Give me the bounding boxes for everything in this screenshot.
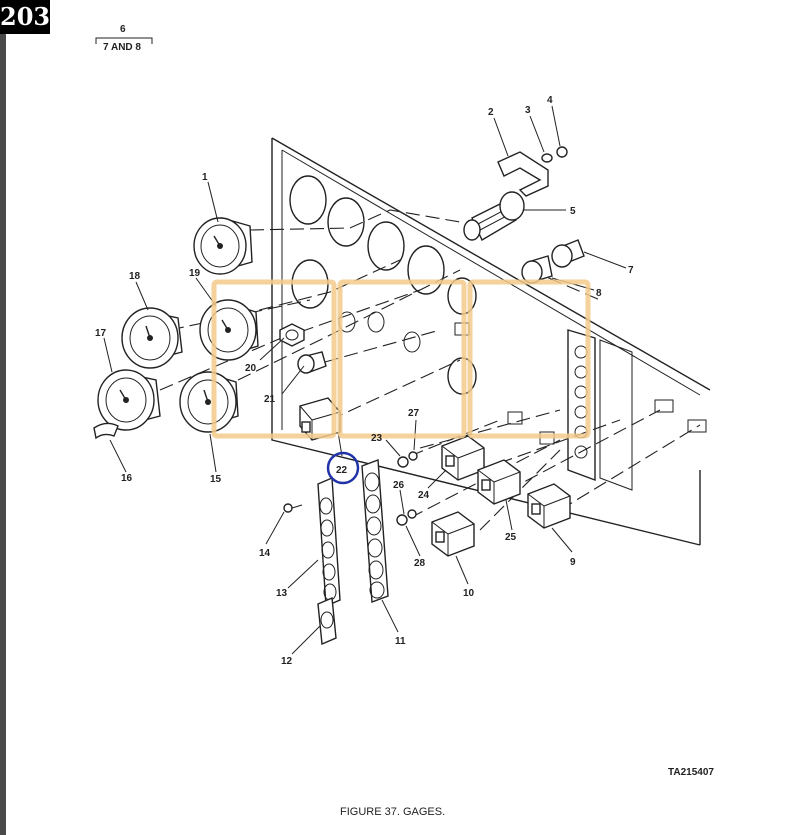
strip-hole-1 — [574, 345, 588, 359]
plate-13 — [317, 476, 341, 608]
callout-7: 7 — [628, 265, 634, 276]
callout-labels: 1 2 3 4 5 7 8 9 10 11 12 13 14 15 16 17 … — [95, 95, 634, 667]
gauge-17 — [97, 369, 161, 431]
washer-3 — [541, 153, 553, 163]
screw-14 — [283, 503, 303, 513]
bracket-2 — [497, 151, 549, 197]
lens-8 — [521, 255, 553, 284]
reference-code: TA215407 — [668, 767, 714, 778]
callout-16: 16 — [121, 473, 133, 484]
callout-1: 1 — [202, 172, 208, 183]
clip-16 — [93, 422, 119, 440]
nut-20 — [279, 323, 305, 347]
strip-hole-4 — [574, 405, 588, 419]
callout-19: 19 — [189, 268, 201, 279]
panel-slot-3 — [687, 419, 707, 433]
figure-caption: FIGURE 37. GAGES. — [340, 806, 445, 818]
highlight-box-2 — [337, 279, 467, 439]
callout-10: 10 — [463, 588, 475, 599]
page-edge-bar — [0, 0, 6, 835]
callout-28: 28 — [414, 558, 426, 569]
switch-10 — [431, 511, 475, 557]
switch-25 — [477, 459, 521, 505]
highlight-boxes — [211, 279, 591, 439]
callout-3: 3 — [525, 105, 531, 116]
callout-14: 14 — [259, 548, 271, 559]
strip-hole-3 — [574, 385, 588, 399]
gauge-19 — [199, 299, 259, 361]
selection-circle — [326, 451, 360, 485]
callout-15: 15 — [210, 474, 222, 485]
plate-12 — [317, 596, 337, 646]
panel-hole-small-3 — [403, 331, 421, 353]
strip-hole-2 — [574, 365, 588, 379]
panel-edge-top — [271, 137, 711, 391]
callout-23: 23 — [371, 433, 383, 444]
panel-hole-4 — [407, 245, 445, 295]
part-23 — [397, 456, 409, 468]
light-7 — [551, 239, 585, 268]
callout-18: 18 — [129, 271, 141, 282]
callout-5: 5 — [570, 206, 576, 217]
highlight-box-3 — [467, 279, 591, 439]
callout-9: 9 — [570, 557, 576, 568]
header-note-bracket — [95, 37, 153, 44]
panel-hole-1 — [289, 175, 327, 225]
part-26 — [407, 509, 417, 519]
highlight-box-1 — [211, 279, 337, 439]
switch-9 — [527, 483, 571, 529]
callout-20: 20 — [245, 363, 257, 374]
callout-2: 2 — [488, 107, 494, 118]
gauge-1 — [193, 217, 253, 275]
callout-11: 11 — [395, 636, 406, 647]
callout-24: 24 — [418, 490, 430, 501]
callout-17: 17 — [95, 328, 107, 339]
callout-4: 4 — [547, 95, 553, 106]
callout-25: 25 — [505, 532, 517, 543]
callout-13: 13 — [276, 588, 288, 599]
header-note-bottom: 7 AND 8 — [103, 42, 141, 53]
header-note-top: 6 — [120, 24, 126, 35]
callout-12: 12 — [281, 656, 293, 667]
lamp-21 — [297, 351, 327, 374]
part-28 — [396, 514, 408, 526]
gauge-15 — [179, 371, 239, 433]
instrument-panel — [271, 137, 711, 546]
nut-4 — [556, 146, 568, 158]
callout-27: 27 — [408, 408, 420, 419]
callout-26: 26 — [393, 480, 405, 491]
part-27 — [408, 451, 418, 461]
connector-5 — [463, 191, 525, 241]
strip-hole-6 — [574, 445, 588, 459]
panel-inner-edge — [281, 149, 701, 430]
panel-slot-2 — [654, 399, 674, 413]
panel-side-plate — [599, 339, 633, 491]
header-note: 6 7 AND 8 — [95, 24, 153, 53]
callout-22: 22 — [336, 465, 348, 476]
panel-hole-2 — [327, 197, 365, 247]
callout-21: 21 — [264, 394, 276, 405]
panel-hole-3 — [367, 221, 405, 271]
gauge-18 — [121, 307, 183, 369]
panel-slot-5 — [507, 411, 523, 425]
plate-11 — [361, 459, 389, 603]
page-number-badge: 203 — [0, 0, 50, 34]
callout-8: 8 — [596, 288, 602, 299]
